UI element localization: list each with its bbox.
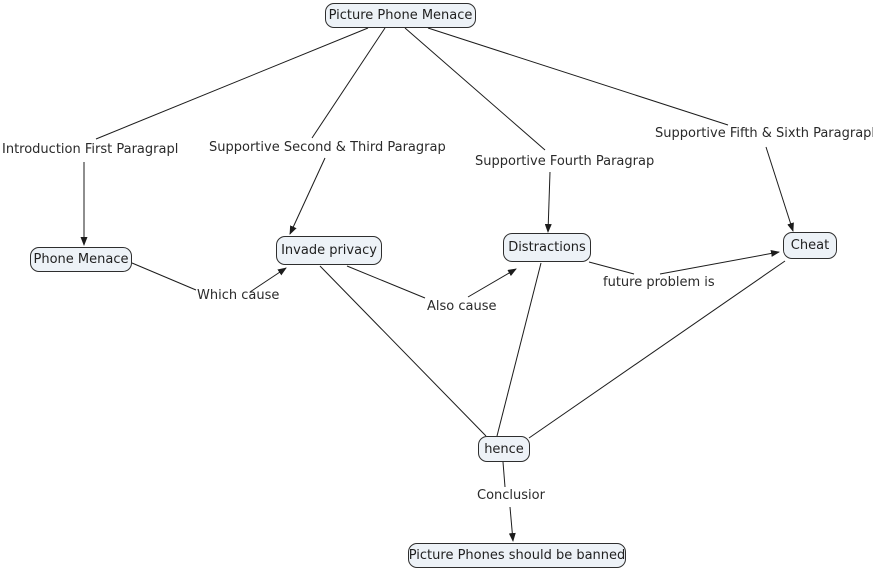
- node-hence[interactable]: hence: [478, 436, 530, 462]
- edge-invade-privacy-to-also-cause: [346, 265, 426, 299]
- edge-future-problem-to-cheat: [659, 250, 780, 275]
- edge-label-introduction-first-paragraph[interactable]: Introduction First Paragrapl: [2, 142, 179, 157]
- edge-label-supportive-fifth-sixth-paragraph[interactable]: Supportive Fifth & Sixth Paragrapl: [655, 126, 873, 141]
- edge-invade-privacy-to-hence: [319, 265, 487, 437]
- node-phone-menace[interactable]: Phone Menace: [30, 247, 132, 272]
- edge-distractions-to-hence: [496, 262, 542, 437]
- node-cheat[interactable]: Cheat: [783, 232, 837, 259]
- edge-phone-menace-to-which-cause: [131, 262, 197, 291]
- node-picture-phone-menace[interactable]: Picture Phone Menace: [325, 3, 476, 28]
- edge-label-which-cause[interactable]: Which cause: [197, 288, 280, 303]
- edge-fourth-label-to-distractions: [544, 171, 552, 233]
- edge-hence-to-conclusion-label: [502, 461, 506, 488]
- edge-conclusion-label-to-banned: [508, 506, 516, 542]
- edge-root-to-second-third-label: [311, 27, 386, 139]
- node-distractions[interactable]: Distractions: [503, 233, 591, 262]
- edge-label-also-cause[interactable]: Also cause: [427, 299, 497, 314]
- edge-distractions-to-future-problem: [588, 261, 635, 275]
- edge-label-supportive-second-third-paragraph[interactable]: Supportive Second & Third Paragrap: [209, 140, 446, 155]
- edge-which-cause-to-invade-privacy: [249, 267, 287, 293]
- node-invade-privacy[interactable]: Invade privacy: [276, 236, 382, 265]
- edge-second-third-label-to-invade-privacy: [289, 157, 326, 235]
- edge-label-future-problem-is[interactable]: future problem is: [603, 275, 715, 290]
- edge-root-to-fifth-sixth-label: [427, 27, 729, 126]
- edge-also-cause-to-distractions: [467, 268, 517, 298]
- edge-root-to-intro-label: [95, 27, 369, 140]
- edge-hence-to-cheat: [528, 260, 786, 439]
- edge-label-conclusion[interactable]: Conclusior: [477, 488, 545, 503]
- edge-label-supportive-fourth-paragraph[interactable]: Supportive Fourth Paragrap: [475, 154, 655, 169]
- edge-fifth-sixth-label-to-cheat: [765, 146, 794, 232]
- node-picture-phones-should-be-banned[interactable]: Picture Phones should be banned: [408, 543, 626, 568]
- edge-root-to-fourth-label: [404, 27, 546, 151]
